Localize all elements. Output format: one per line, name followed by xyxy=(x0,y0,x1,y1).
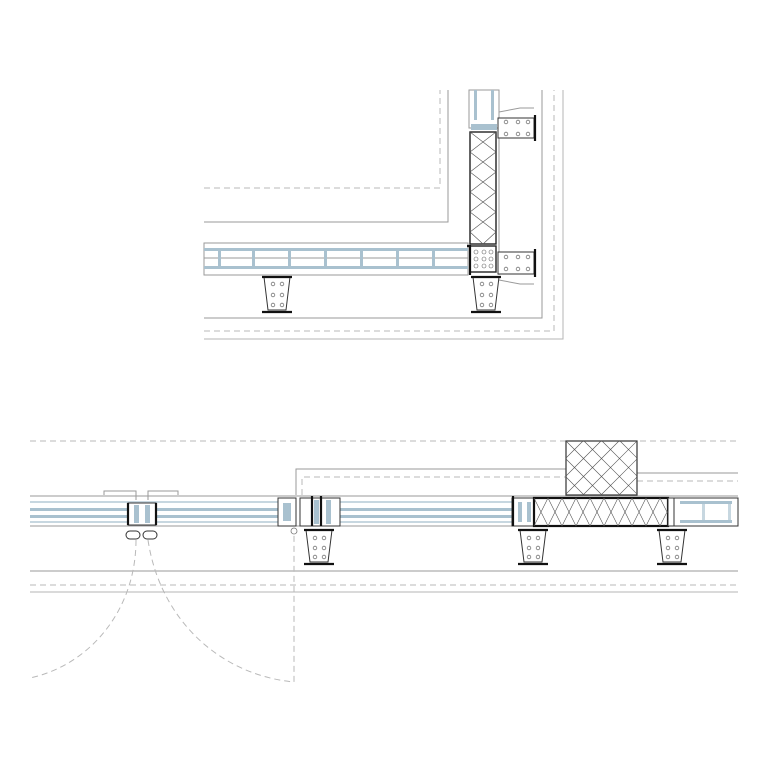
column-post-mid-right xyxy=(518,528,548,566)
vertical-glass-b xyxy=(491,90,494,120)
glass-pane-a xyxy=(204,248,468,251)
corner-angle xyxy=(467,244,472,275)
inner-dashed-line xyxy=(204,90,441,189)
right-glazing xyxy=(673,497,739,527)
stepped-outline-dashed xyxy=(301,476,738,495)
vertical-glass-a xyxy=(474,90,477,120)
column-post-right xyxy=(657,528,687,566)
insulated-panel-section xyxy=(511,496,675,528)
outline-outer-dashed xyxy=(204,90,555,332)
door-handle-assembly xyxy=(103,490,179,540)
column-post-right xyxy=(471,275,501,314)
vertical-transom xyxy=(471,124,497,130)
crossed-box xyxy=(565,440,638,496)
inner-solid-line xyxy=(204,90,449,223)
column-bracket-upper xyxy=(497,115,537,141)
bracket-flange-lower xyxy=(498,279,534,285)
door-swing-right xyxy=(147,530,295,683)
corner-block-texture xyxy=(473,249,494,269)
vertical-insulated-wall xyxy=(467,89,500,275)
outline-outer xyxy=(204,90,564,340)
column-post-left xyxy=(262,275,292,314)
facade-plan xyxy=(29,440,739,683)
window-frame-node-left xyxy=(277,496,341,535)
insulation-hatch xyxy=(469,131,497,245)
stepped-outline xyxy=(295,468,738,495)
bracket-flange-upper xyxy=(498,107,534,113)
horizontal-glazed-wall xyxy=(203,242,469,276)
column-post-mid-left xyxy=(304,528,334,566)
wall-band xyxy=(203,242,469,276)
corner-detail xyxy=(203,89,564,340)
door-swing-left xyxy=(29,539,137,679)
outline-slab xyxy=(204,90,543,319)
mullions xyxy=(218,251,435,266)
column-bracket-lower xyxy=(497,249,537,277)
glass-pane-b xyxy=(204,266,468,269)
vertical-glazing xyxy=(468,89,500,129)
